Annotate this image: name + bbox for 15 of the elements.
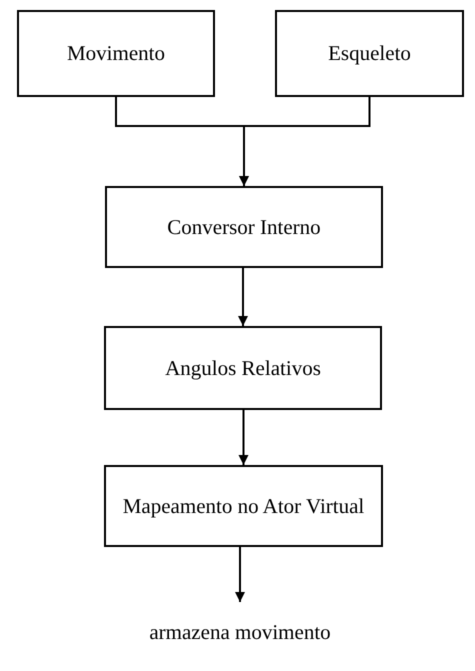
box-label: Mapeamento no Ator Virtual (122, 492, 366, 520)
output-text: armazena movimento (148, 618, 332, 646)
arrow (239, 97, 370, 186)
process-box (275, 10, 464, 97)
arrow (238, 268, 248, 326)
arrow (235, 547, 245, 602)
box-label: Angulos Relativos (164, 354, 322, 382)
box-label: Esqueleto (327, 40, 412, 68)
process-box (17, 10, 215, 97)
process-box (104, 465, 383, 547)
process-box (104, 326, 382, 410)
arrow (238, 410, 248, 465)
box-label: Conversor Interno (166, 214, 322, 241)
box-label: Movimento (66, 40, 166, 68)
process-box (105, 186, 383, 268)
